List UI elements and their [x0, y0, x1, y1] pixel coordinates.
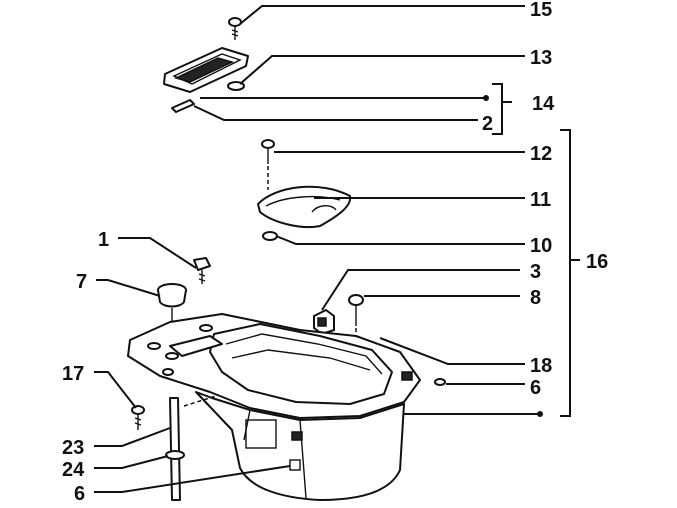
callout-7: 7 — [76, 271, 87, 293]
callout-17: 17 — [62, 363, 84, 385]
screw-part-15 — [228, 17, 242, 40]
callout-15: 15 — [530, 0, 552, 21]
callout-12: 12 — [530, 143, 552, 165]
clip-part-3 — [313, 309, 335, 335]
cover-part-11 — [257, 185, 352, 228]
screw-part-6-right — [434, 378, 446, 386]
callout-24: 24 — [62, 459, 85, 481]
callout-14: 14 — [532, 93, 555, 115]
screw-part-12 — [261, 139, 275, 190]
callout-13: 13 — [530, 47, 552, 69]
leader-lines — [94, 5, 580, 493]
callout-18: 18 — [530, 355, 552, 377]
screw-part-1 — [193, 257, 211, 284]
gasket-part-10 — [262, 231, 278, 241]
drain-tube-part-23 — [169, 395, 217, 501]
callout-16: 16 — [586, 251, 608, 273]
screw-part-17 — [131, 405, 145, 430]
callout-10: 10 — [530, 235, 552, 257]
callout-11: 11 — [530, 189, 551, 211]
pin-part-2 — [171, 99, 195, 113]
callout-3: 3 — [530, 261, 541, 283]
callout-8: 8 — [530, 287, 541, 309]
plug-part-7 — [157, 283, 187, 322]
callout-23: 23 — [62, 437, 84, 459]
callout-6-right: 6 — [530, 377, 541, 399]
callout-2: 2 — [482, 113, 493, 135]
callout-1: 1 — [98, 229, 109, 251]
callout-6-bottom: 6 — [74, 483, 85, 505]
cover-plate-part-14 — [163, 47, 249, 93]
hose-clamp-part-24 — [165, 450, 185, 460]
